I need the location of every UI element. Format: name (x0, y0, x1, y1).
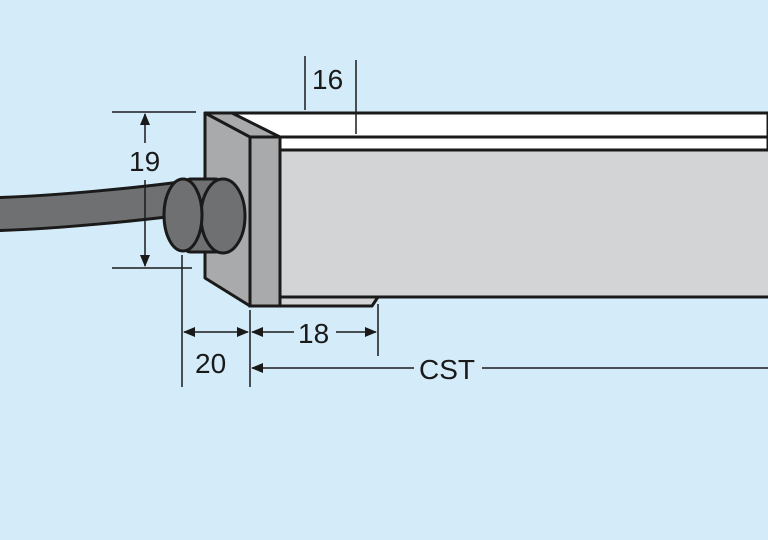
profile-front-face (276, 148, 768, 299)
end-cap-front (248, 135, 282, 308)
profile-top-edge (278, 135, 768, 152)
connector-icon (162, 177, 247, 255)
dimension-label-height: 19 (129, 146, 160, 177)
dimension-label-top-width: 16 (312, 64, 343, 95)
dimension-connector-length: 20 (183, 327, 249, 379)
dimension-label-total-length: CST (419, 354, 475, 385)
dimension-label-connector-length: 20 (195, 348, 226, 379)
dimension-label-cap-length: 18 (298, 318, 329, 349)
dimension-cap-length: 18 (251, 318, 377, 349)
profile-body (203, 111, 768, 308)
dimension-total-length: CST (251, 354, 768, 385)
dimension-height: 19 (112, 111, 196, 269)
dimension-top-width: 16 (304, 56, 357, 134)
cable-icon (0, 180, 203, 232)
profile-top-strip (203, 111, 768, 139)
